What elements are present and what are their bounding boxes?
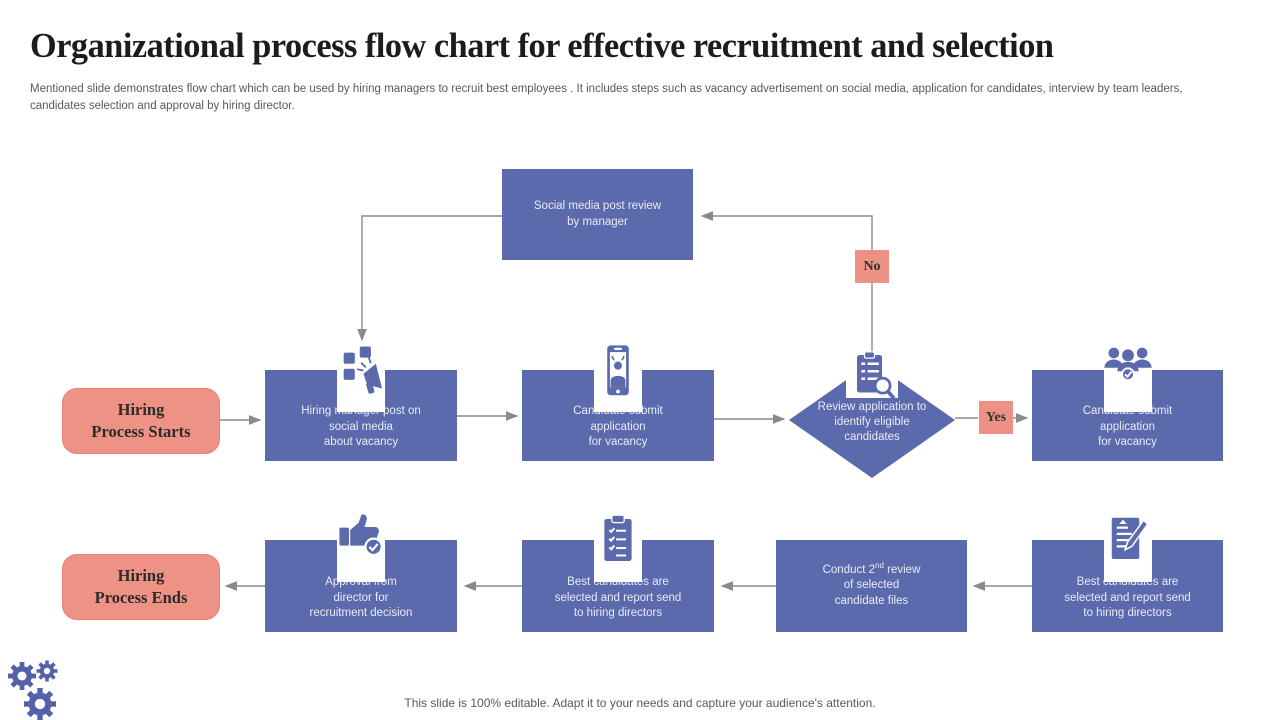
slide-description: Mentioned slide demonstrates flow chart …: [30, 83, 1183, 113]
yes-text: Yes: [985, 409, 1007, 425]
social-megaphone-icon: [343, 346, 383, 394]
gear-icon: [24, 688, 56, 720]
phone-application-icon: [607, 345, 629, 396]
flow-node-label: Best candidates are selected and report …: [554, 576, 682, 619]
icon-notch: [594, 345, 642, 412]
flow-node-label: Candidate submit application for vacancy: [573, 405, 663, 448]
flow-node-label: Hiring manager post on social media abou…: [301, 405, 421, 448]
decision-review-application[interactable]: Review application to identify eligible …: [789, 351, 955, 478]
start-terminator-label: Hiring Process Starts: [91, 399, 191, 441]
conduct-review-prefix: Conduct 2: [822, 564, 876, 577]
decision-no-label[interactable]: No: [855, 250, 889, 283]
flow-node-label: Approval from director for recruitment d…: [309, 576, 413, 619]
icon-notch: [1103, 347, 1152, 412]
connector-review-to-post: [357, 215, 502, 342]
checklist-magnifier-icon: [857, 351, 896, 400]
document-pen-icon: [1111, 517, 1149, 559]
flow-node-approval-director[interactable]: Approval from director for recruitment d…: [265, 514, 457, 632]
end-terminator[interactable]: Hiring Process Ends: [62, 554, 220, 620]
end-terminator-label: Hiring Process Ends: [94, 565, 188, 607]
page-title: Organizational process flow chart for ef…: [30, 26, 1054, 65]
icon-notch: [337, 346, 385, 412]
flow-node-label: Social media post review by manager: [533, 200, 662, 228]
decision-label: Review application to identify eligible …: [817, 401, 927, 444]
flow-node-candidate-submit-2[interactable]: Candidate submit application for vacancy: [1032, 347, 1223, 461]
thumbs-up-check-icon: [339, 514, 383, 557]
flow-node-label: Conduct 2nd review of selected candidate…: [822, 561, 921, 609]
footer-note: This slide is 100% editable. Adapt it to…: [404, 696, 876, 710]
icon-notch: [337, 514, 385, 582]
icon-notch: [1103, 517, 1152, 582]
conduct-review-suffix: review of selected candidate files: [834, 564, 921, 607]
icon-notch: [594, 514, 642, 582]
start-terminator[interactable]: Hiring Process Starts: [62, 388, 220, 454]
icon-notch: [846, 351, 898, 400]
flow-node-social-media-review[interactable]: Social media post review by manager: [502, 169, 693, 260]
gears-decoration: [8, 660, 58, 720]
gear-icon: [8, 662, 36, 690]
flow-node-hiring-manager-post[interactable]: Hiring manager post on social media abou…: [265, 346, 457, 461]
flow-node-best-candidates-1[interactable]: Best candidates are selected and report …: [522, 514, 714, 632]
flow-node-candidate-submit-1[interactable]: Candidate submit application for vacancy: [522, 345, 714, 461]
clipboard-list-icon: [604, 514, 632, 562]
people-group-icon: [1103, 347, 1152, 382]
decision-yes-label[interactable]: Yes: [979, 401, 1013, 434]
gear-icon: [36, 660, 58, 682]
connector-no-to-review: [700, 211, 873, 352]
conduct-review-superscript: nd: [875, 561, 884, 571]
no-text: No: [863, 258, 881, 274]
flow-node-label: Best candidates are selected and report …: [1064, 576, 1191, 619]
flow-node-conduct-second-review[interactable]: Conduct 2nd review of selected candidate…: [776, 540, 967, 632]
flow-node-best-candidates-2[interactable]: Best candidates are selected and report …: [1032, 517, 1223, 632]
flow-node-label: Candidate submit application for vacancy: [1083, 405, 1173, 448]
